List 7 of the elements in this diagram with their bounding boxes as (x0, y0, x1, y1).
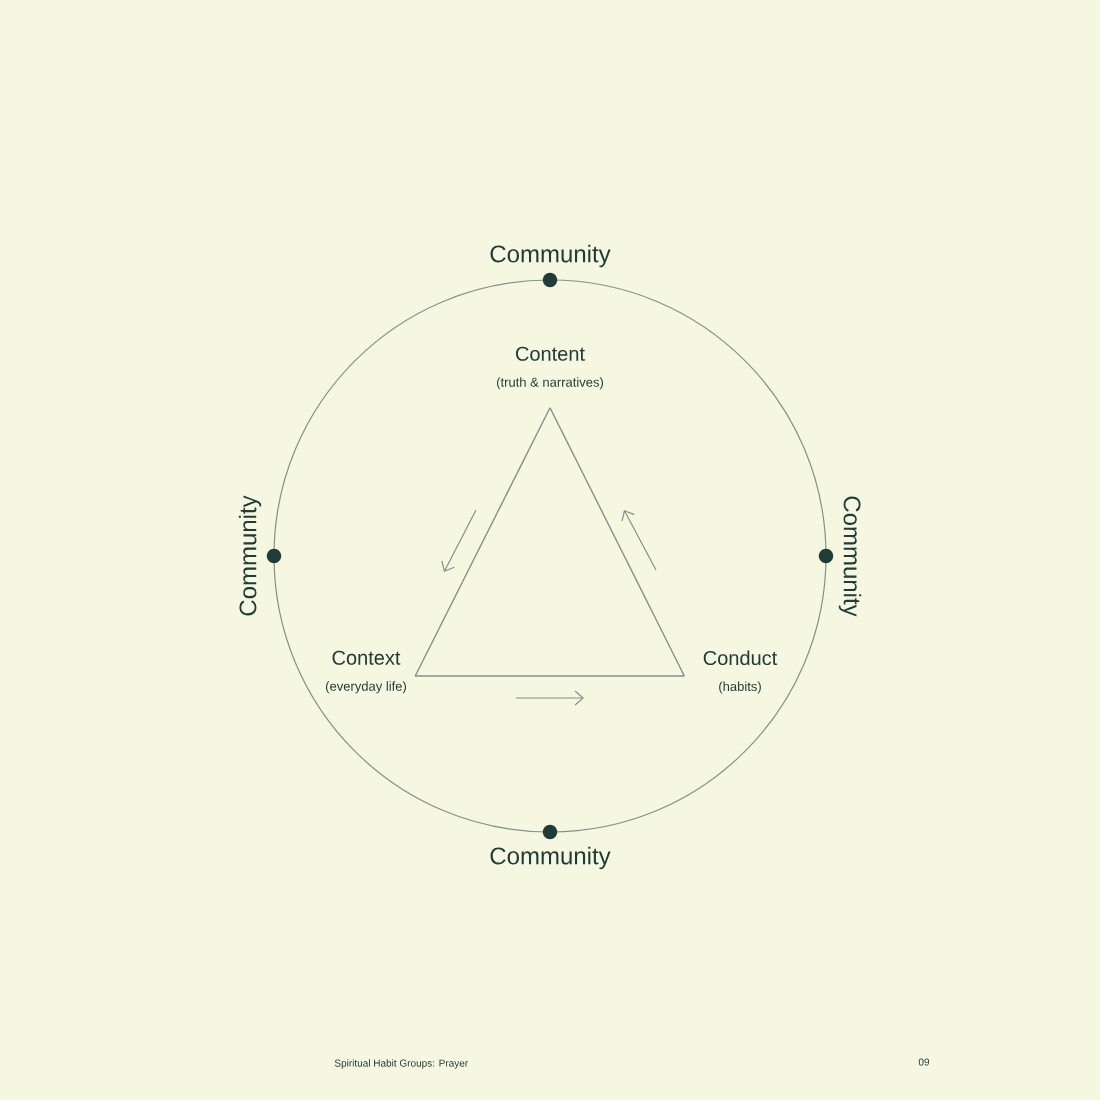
triangle-side (414, 675, 686, 677)
community-label: Community (490, 244, 611, 268)
community-label: Community (838, 496, 862, 617)
community-label: Community (238, 495, 262, 616)
community-label: Community (490, 846, 611, 870)
triangle-side (549, 407, 686, 677)
triangle-side (414, 407, 551, 677)
